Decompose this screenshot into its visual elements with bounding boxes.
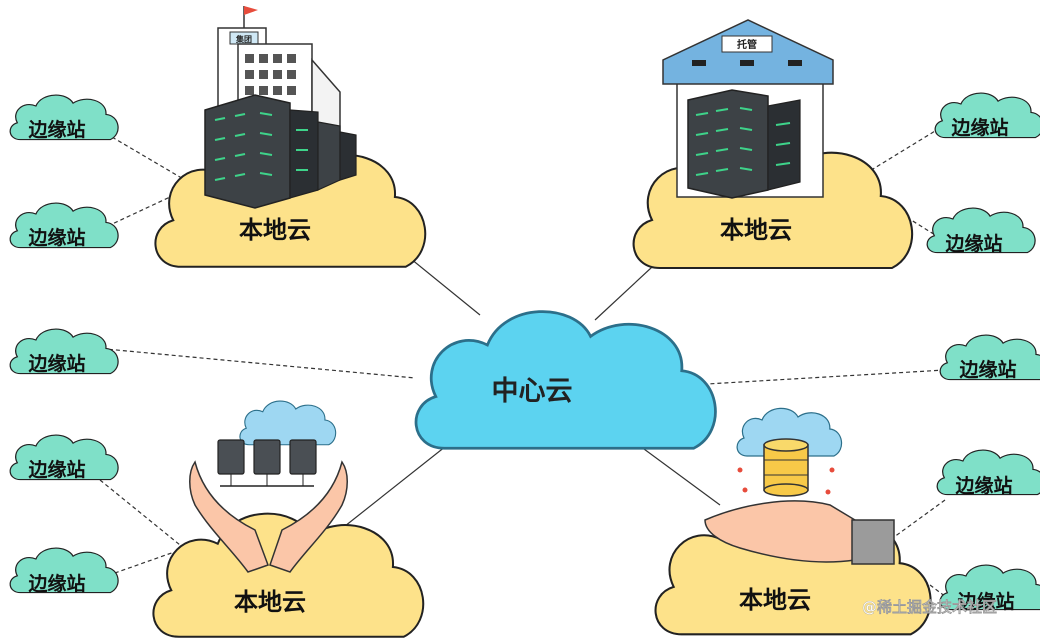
local-cloud-group-4: 本地云	[654, 407, 932, 636]
sleeve-icon	[851, 519, 895, 565]
edge-station: 边缘站	[934, 92, 1040, 139]
edge-station-label: 边缘站	[27, 226, 85, 249]
datacenter-building-icon: 托管	[662, 19, 834, 199]
flag-icon	[244, 6, 258, 15]
dashed-link	[689, 369, 946, 386]
edge-station-label: 边缘站	[958, 358, 1016, 381]
hand-icon	[704, 500, 895, 565]
dashed-link	[99, 129, 186, 181]
edge-station: 边缘站	[939, 564, 1040, 613]
edge-station-label: 边缘站	[954, 474, 1012, 497]
dashed-link	[99, 479, 181, 546]
edge-station: 边缘站	[9, 547, 119, 595]
local-cloud-group-1: 集团 本地云	[154, 6, 427, 268]
watermark: @稀土掘金技术社区	[862, 598, 997, 616]
edge-station-label: 边缘站	[944, 232, 1002, 255]
edge-station-label: 边缘站	[27, 118, 85, 141]
edge-station-label: 边缘站	[950, 116, 1008, 139]
server-rack-icon	[204, 94, 357, 209]
center-cloud-label: 中心云	[492, 376, 573, 407]
edge-station-label: 边缘站	[27, 352, 85, 375]
local-cloud-label: 本地云	[720, 216, 792, 244]
building-sign: 集团	[235, 34, 252, 44]
server-icons	[217, 439, 317, 487]
edge-station: 边缘站	[9, 94, 119, 141]
edge-station-label: 边缘站	[27, 572, 85, 595]
edge-station: 边缘站	[936, 449, 1040, 497]
edge-station: 边缘站	[926, 207, 1036, 255]
hands-icon	[189, 460, 348, 573]
dashed-link	[94, 347, 416, 379]
local-cloud-group-3: 本地云	[152, 400, 425, 638]
small-cloud-icon	[239, 400, 337, 446]
dashed-link	[854, 127, 941, 181]
local-cloud-group-2: 托管 本地云	[632, 19, 914, 270]
local-cloud-label: 本地云	[239, 216, 311, 244]
server-rack-icon	[687, 89, 769, 199]
edge-station: 边缘站	[9, 202, 119, 249]
edge-station: 边缘站	[9, 328, 119, 375]
dashed-link	[889, 499, 946, 541]
edge-station-label: 边缘站	[27, 458, 85, 481]
local-cloud-label: 本地云	[234, 588, 306, 616]
building-sign: 托管	[737, 38, 757, 51]
database-icon	[737, 438, 835, 513]
edge-station-label: 边缘站	[956, 590, 1014, 613]
local-cloud-label: 本地云	[739, 586, 811, 614]
edge-station: 边缘站	[9, 434, 119, 481]
edge-station: 边缘站	[939, 334, 1040, 381]
edge-stations: 边缘站 边缘站 边缘站 边缘站 边缘站 边缘站 边缘站 边缘站	[9, 92, 1040, 613]
solid-link	[339, 434, 461, 531]
